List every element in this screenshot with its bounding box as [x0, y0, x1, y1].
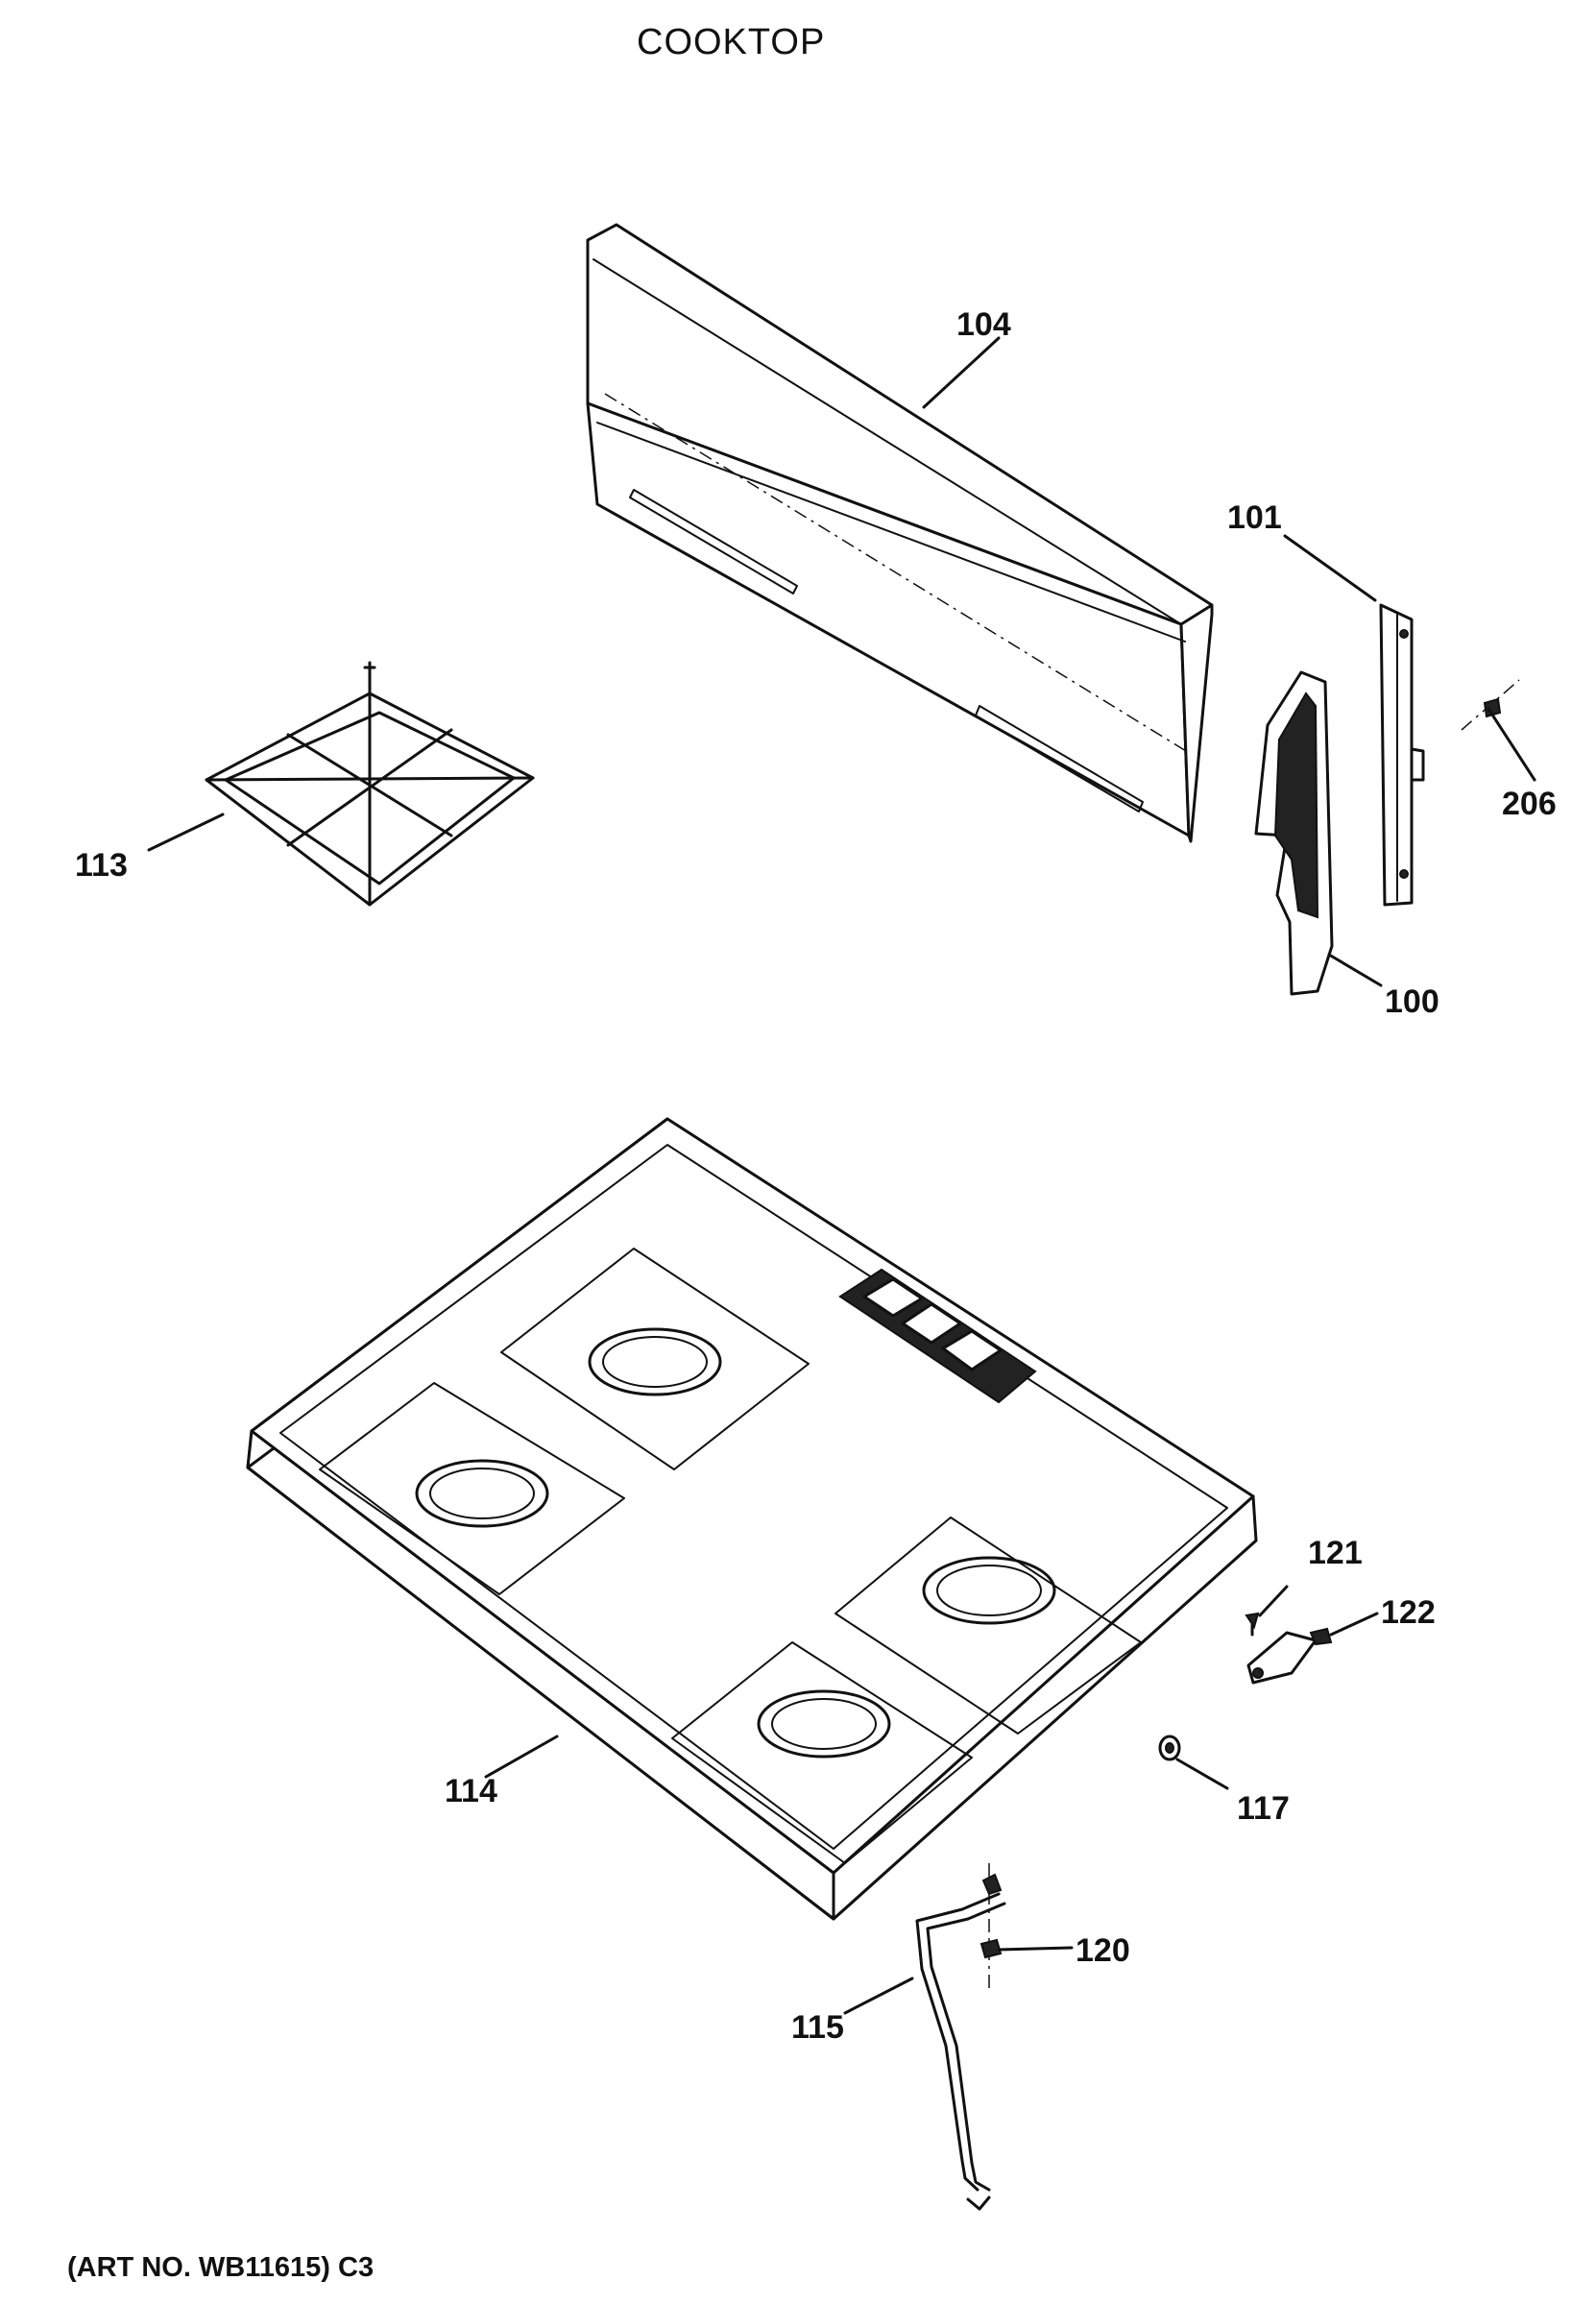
part-100-end-cap — [1254, 670, 1334, 996]
art-number: (ART NO. WB11615) C3 — [67, 2252, 374, 2283]
part-115-rod — [915, 1863, 1006, 2211]
callout-115: 115 — [791, 2009, 844, 2046]
callout-101: 101 — [1227, 499, 1282, 536]
part-104-backsplash — [586, 223, 1214, 843]
diagram-title: COOKTOP — [637, 22, 825, 62]
callout-206: 206 — [1502, 786, 1557, 822]
callout-114: 114 — [445, 1773, 497, 1809]
part-114-cooktop — [246, 1117, 1258, 1921]
callout-121: 121 — [1308, 1535, 1363, 1571]
callout-100: 100 — [1385, 983, 1439, 1020]
callout-122: 122 — [1381, 1594, 1436, 1631]
part-117-nut — [1158, 1735, 1181, 1761]
part-101-side-bracket — [1379, 603, 1425, 907]
part-206-screw — [1461, 679, 1520, 731]
callout-113: 113 — [75, 847, 128, 884]
callout-120: 120 — [1076, 1932, 1130, 1969]
part-121-screw — [1245, 1612, 1260, 1637]
part-113-burner-grate — [205, 661, 535, 907]
part-122-igniter — [1246, 1627, 1333, 1685]
part-120-nut — [979, 1938, 1003, 1959]
callout-117: 117 — [1237, 1790, 1290, 1827]
callout-104: 104 — [956, 306, 1011, 343]
leader-lines — [147, 336, 1536, 2015]
